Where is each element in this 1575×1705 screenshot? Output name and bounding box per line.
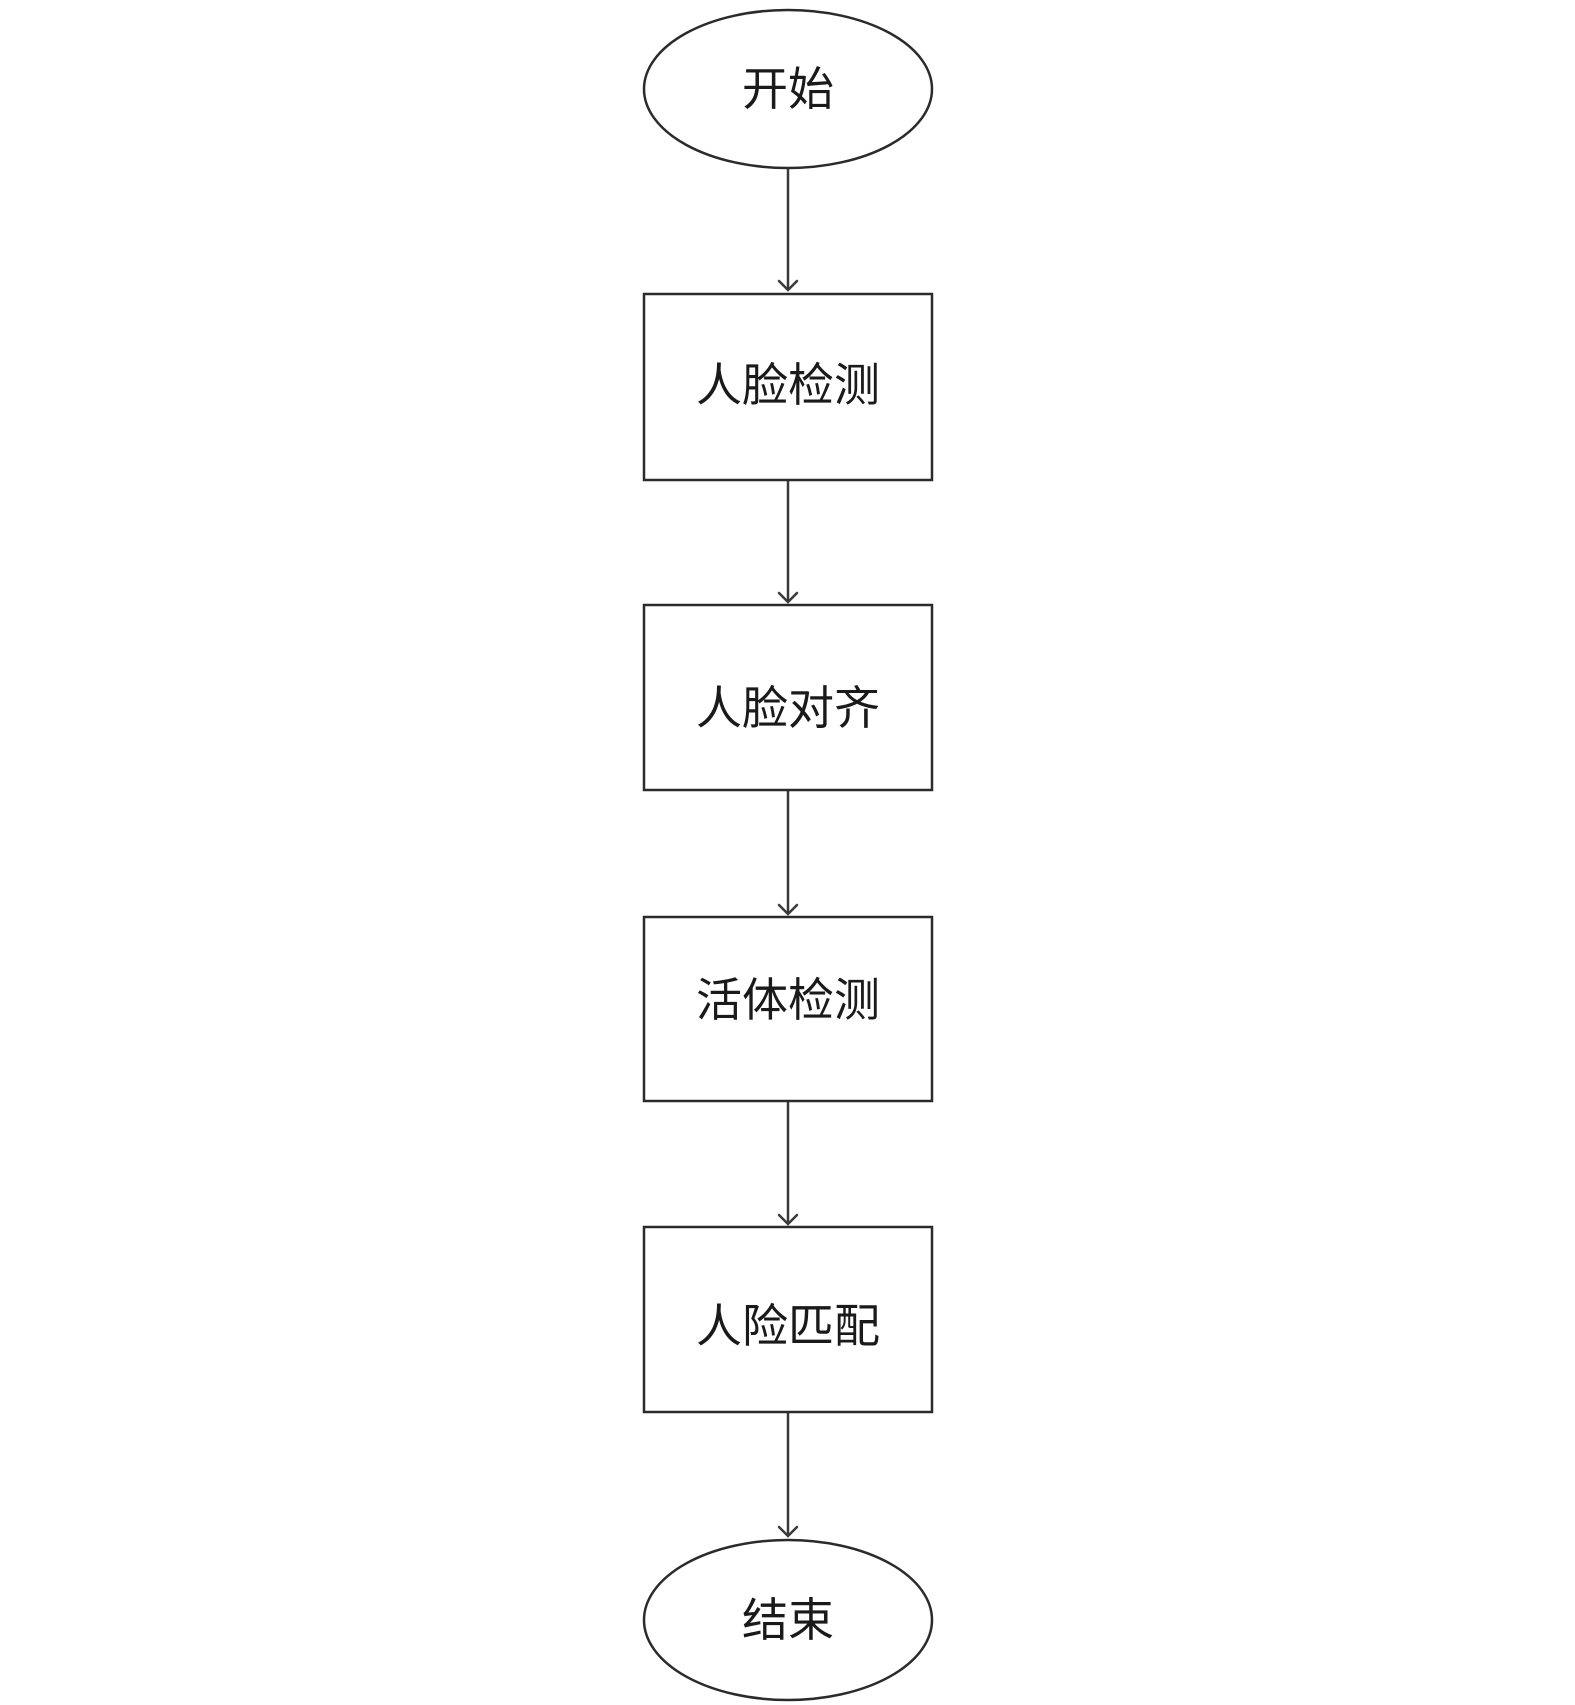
node-face-matching-label: 人险匹配 xyxy=(696,1299,880,1353)
node-face-detection-label: 人脸检测 xyxy=(696,358,880,412)
node-face-alignment-label: 人脸对齐 xyxy=(696,681,880,735)
edge-liveness-detection-to-face-matching xyxy=(777,1101,799,1226)
node-end-label: 结束 xyxy=(742,1593,834,1647)
node-start-label: 开始 xyxy=(742,62,834,116)
edge-start-to-face-detection xyxy=(777,168,799,292)
node-face-matching: 人险匹配 xyxy=(642,1225,934,1414)
node-liveness-detection: 活体检测 xyxy=(642,915,934,1103)
node-liveness-detection-label: 活体检测 xyxy=(696,973,880,1027)
edge-face-detection-to-face-alignment xyxy=(777,480,799,604)
node-start: 开始 xyxy=(642,8,934,170)
edge-face-matching-to-end xyxy=(777,1412,799,1538)
edge-face-alignment-to-liveness-detection xyxy=(777,790,799,916)
node-face-detection: 人脸检测 xyxy=(642,292,934,482)
node-end: 结束 xyxy=(642,1538,934,1702)
node-face-alignment: 人脸对齐 xyxy=(642,603,934,792)
